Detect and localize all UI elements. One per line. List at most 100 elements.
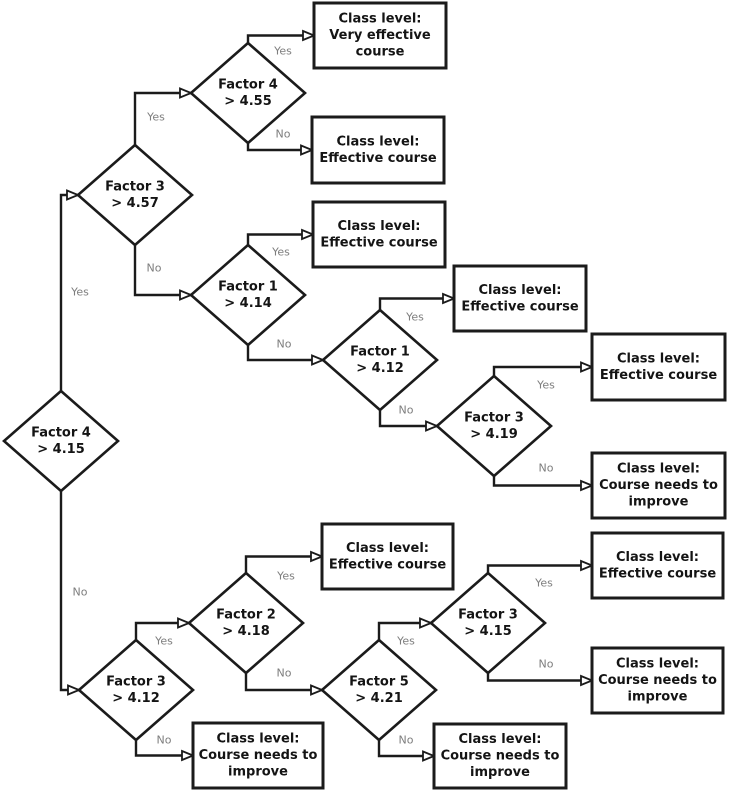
leaf-box-shape: [590, 332, 727, 402]
leaf-node-effective-course: Class level:Effective course: [452, 264, 588, 333]
diamond-shape: [429, 571, 547, 675]
edge-d8-no-b10: No: [377, 734, 434, 757]
edges-layer: YesNoYesNoYesNoYesNoYesNoYesNoYesNoYesNo…: [59, 36, 592, 757]
node-label: Factor 3> 4.19: [464, 410, 524, 442]
edge-d_root-no-d6: No: [59, 491, 88, 690]
edge-connector: [378, 299, 454, 310]
decision-node-factor-3-4.15: Factor 3> 4.15: [429, 571, 547, 675]
branch-label-no: No: [277, 667, 292, 680]
edge-d3-no-d4: No: [246, 338, 323, 361]
decision-node-factor-1-4.14: Factor 1> 4.14: [189, 243, 307, 347]
diamond-shape: [77, 638, 195, 742]
diamond-shape: [187, 571, 305, 675]
node-label: Factor 3> 4.57: [105, 179, 165, 211]
edge-d_root-yes-d1: Yes: [59, 195, 89, 391]
edge-connector: [246, 345, 323, 360]
edge-d5-no-b6: No: [492, 462, 592, 486]
edge-d6-yes-d7: Yes: [134, 623, 189, 648]
branch-label-no: No: [539, 462, 554, 475]
edge-connector: [486, 673, 592, 681]
leaf-box-shape: [310, 115, 446, 185]
leaf-box-shape: [191, 721, 325, 790]
decision-node-factor-5-4.21: Factor 5> 4.21: [320, 638, 438, 742]
leaf-box-shape: [311, 200, 447, 269]
edge-connector: [246, 235, 313, 245]
edge-connector: [377, 623, 431, 640]
node-label: Factor 5> 4.21: [349, 674, 409, 706]
branch-label-yes: Yes: [271, 246, 290, 259]
branch-label-yes: Yes: [405, 311, 424, 324]
leaf-box-shape: [452, 264, 588, 333]
decision-node-factor-3-4.57: Factor 3> 4.57: [76, 143, 194, 247]
leaf-node-effective-course: Class level:Effective course: [590, 332, 727, 402]
edge-d6-no-b11: No: [134, 734, 193, 756]
edge-connector: [59, 491, 79, 690]
decision-node-factor-3-4.19: Factor 3> 4.19: [435, 374, 553, 478]
edge-d2-yes-b1: Yes: [246, 36, 314, 58]
leaf-box-shape: [432, 722, 568, 790]
leaf-box-shape: [590, 531, 725, 600]
edge-connector: [244, 557, 322, 573]
branch-label-no: No: [276, 128, 291, 141]
edge-connector: [486, 566, 592, 573]
edge-connector: [378, 410, 437, 426]
edge-connector: [133, 245, 191, 295]
edge-d7-no-d8: No: [244, 667, 322, 691]
edge-connector: [492, 476, 592, 486]
edge-connector: [134, 740, 193, 756]
branch-label-yes: Yes: [534, 577, 553, 590]
branch-label-no: No: [399, 734, 414, 747]
diamond-shape: [435, 374, 553, 478]
branch-label-yes: Yes: [396, 635, 415, 648]
diamond-shape: [2, 389, 120, 493]
diamond-shape: [76, 143, 194, 247]
branch-label-yes: Yes: [70, 286, 89, 299]
decision-node-factor-1-4.12: Factor 1> 4.12: [321, 308, 439, 412]
diamond-shape: [189, 41, 307, 145]
leaf-node-effective-course: Class level:Effective course: [311, 200, 447, 269]
edge-d1-yes-d2: Yes: [133, 93, 191, 145]
decision-node-factor-3-4.12: Factor 3> 4.12: [77, 638, 195, 742]
edge-d1-no-d3: No: [133, 245, 191, 295]
branch-label-yes: Yes: [276, 570, 295, 583]
decision-node-factor-2-4.18: Factor 2> 4.18: [187, 571, 305, 675]
leaf-box-shape: [320, 522, 455, 591]
branch-label-yes: Yes: [146, 111, 165, 124]
node-label: Class level:Effective course: [600, 351, 717, 383]
node-label: Factor 3> 4.15: [458, 607, 518, 639]
edge-connector: [133, 93, 191, 145]
edge-connector: [246, 143, 312, 150]
branch-label-no: No: [157, 734, 172, 747]
node-label: Class level:Effective course: [320, 219, 437, 251]
branch-label-no: No: [399, 404, 414, 417]
node-label: Factor 2> 4.18: [216, 607, 276, 639]
branch-label-yes: Yes: [273, 45, 292, 58]
edge-d9-no-b9: No: [486, 658, 592, 681]
node-label: Factor 3> 4.12: [106, 674, 166, 706]
edge-d8-yes-d9: Yes: [377, 623, 431, 648]
edge-d5-yes-b5: Yes: [492, 367, 592, 392]
diamond-shape: [320, 638, 438, 742]
branch-label-yes: Yes: [154, 635, 173, 648]
diamond-shape: [321, 308, 439, 412]
node-label: Class level:Effective course: [319, 134, 436, 166]
branch-label-no: No: [73, 586, 88, 599]
leaf-node-effective-course: Class level:Effective course: [590, 531, 725, 600]
edge-d4-yes-b4: Yes: [378, 299, 454, 324]
node-label: Class level:Effective course: [461, 283, 578, 315]
edge-connector: [244, 673, 322, 690]
node-label: Factor 4> 4.15: [31, 425, 91, 457]
edge-d9-yes-b8: Yes: [486, 566, 592, 590]
edge-d2-no-b2: No: [246, 128, 312, 151]
